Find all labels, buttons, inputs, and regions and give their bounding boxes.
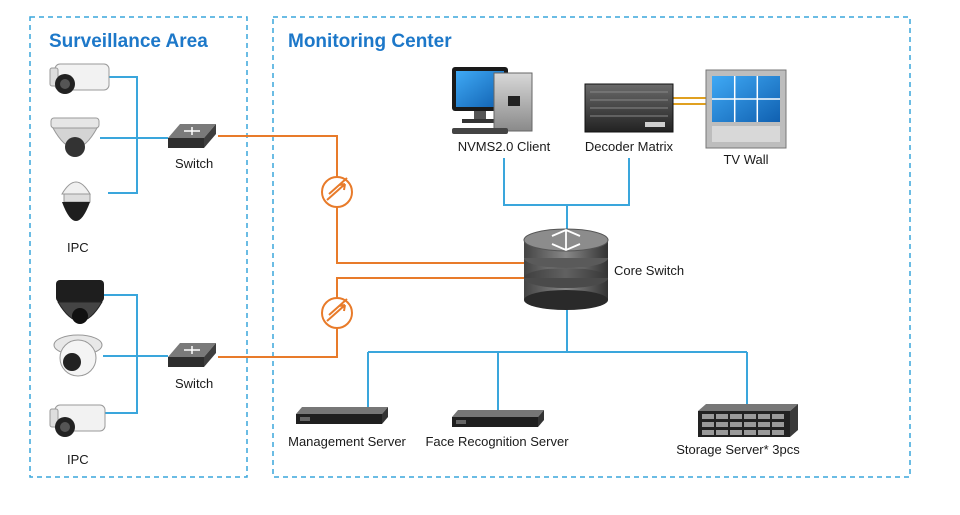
dome-camera-icon (50, 117, 100, 157)
bullet-camera-icon (49, 404, 106, 437)
core-switch-label: Core Switch (614, 263, 684, 278)
pc-client-icon (452, 67, 533, 134)
tv-wall-icon (705, 69, 787, 149)
switch-top-label: Switch (175, 156, 213, 171)
ipc-top-label: IPC (67, 240, 89, 255)
nvms-client-label: NVMS2.0 Client (458, 139, 551, 154)
switch-bottom-label: Switch (175, 376, 213, 391)
ipc-bottom-label: IPC (67, 452, 89, 467)
surveillance-area-frame (29, 16, 248, 478)
switch-top-icon (168, 124, 216, 148)
eyeball-camera-icon (53, 334, 103, 377)
core-switch-icon (523, 228, 609, 310)
face-recognition-server-icon (452, 410, 544, 427)
decoder-matrix-icon (584, 83, 674, 133)
storage-server-icon (698, 404, 798, 437)
storage-server-label: Storage Server* 3pcs (676, 442, 800, 457)
face-recognition-server-label: Face Recognition Server (425, 434, 569, 449)
surveillance-area-title: Surveillance Area (49, 31, 208, 52)
bullet-camera-icon (49, 63, 110, 94)
ptz-camera-icon (61, 181, 91, 221)
lan-links (100, 76, 748, 414)
router-bottom-icon (321, 297, 353, 329)
management-server-icon (296, 407, 388, 424)
management-server-label: Management Server (288, 434, 406, 449)
decoder-matrix-label: Decoder Matrix (585, 139, 674, 154)
speed-dome-camera-icon (56, 280, 104, 324)
tv-wall-label: TV Wall (723, 152, 768, 167)
switch-bottom-icon (168, 343, 216, 367)
monitoring-center-title: Monitoring Center (288, 31, 452, 52)
router-top-icon (321, 176, 353, 208)
video-links (673, 97, 708, 105)
monitoring-center-frame (272, 16, 911, 478)
wan-links (218, 135, 524, 358)
